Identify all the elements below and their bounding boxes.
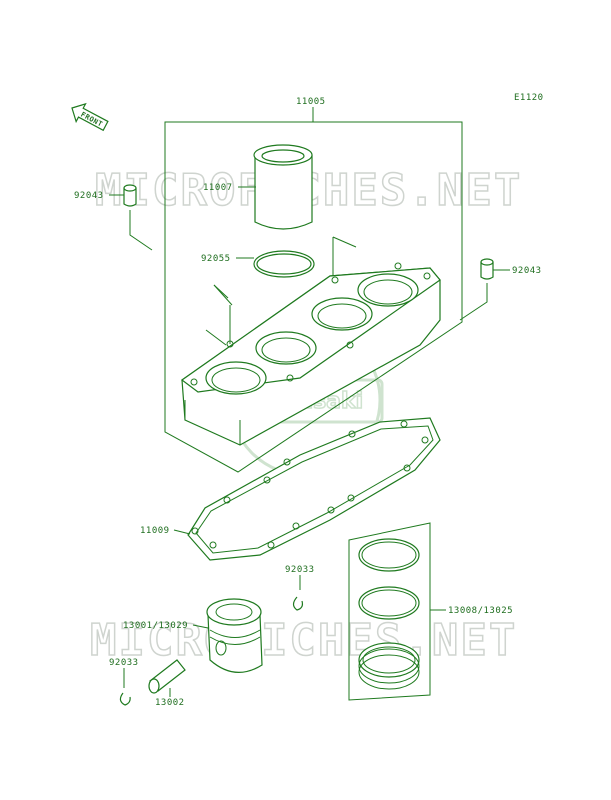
label-92055: 92055 — [201, 254, 231, 264]
watermark-text-bottom: MICROFICHES.NET — [90, 615, 517, 666]
piston — [206, 598, 263, 673]
head-gasket — [187, 417, 441, 561]
o-ring-inner — [256, 253, 312, 275]
label-92043-left: 92043 — [74, 191, 104, 201]
diagram-code: E1120 — [514, 93, 544, 103]
circlip-lower — [119, 692, 131, 706]
label-92033-upper: 92033 — [285, 565, 315, 575]
label-11007: 11007 — [203, 183, 233, 193]
label-11009: 11009 — [140, 526, 170, 536]
label-13001-13029: 13001/13029 — [123, 621, 188, 631]
piston-rings — [358, 538, 420, 690]
label-92043-right: 92043 — [512, 266, 542, 276]
label-13002: 13002 — [155, 698, 185, 708]
circlip-upper — [292, 596, 304, 611]
ring-set-bracket — [348, 522, 431, 701]
assembly-bracket — [164, 121, 463, 473]
cylinder-block — [180, 262, 441, 446]
label-13008-13025: 13008/13025 — [448, 606, 513, 616]
label-92033-lower: 92033 — [109, 658, 139, 668]
label-11005: 11005 — [296, 97, 326, 107]
piston-pin — [148, 659, 186, 694]
dowel-pin-left — [123, 184, 137, 207]
dowel-pin-right — [480, 258, 494, 280]
front-arrow-icon: FRONT — [71, 102, 109, 132]
cylinder-liner — [253, 144, 313, 230]
